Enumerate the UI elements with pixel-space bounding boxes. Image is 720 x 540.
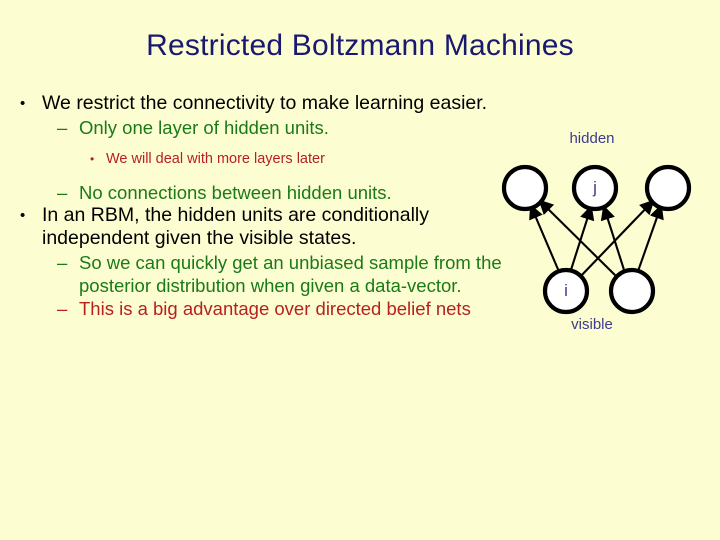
bullet-marker-dash: –	[57, 297, 68, 319]
bullet-text: We will deal with more layers later	[106, 150, 325, 167]
hidden-layer-label: hidden	[569, 130, 615, 147]
hidden-node-h3	[644, 164, 692, 212]
spacer	[12, 139, 512, 150]
hidden-node-h1	[501, 164, 549, 212]
bullet-marker-dash: –	[57, 251, 68, 273]
bullet-text: This is a big advantage over directed be…	[79, 297, 471, 319]
bullet-text: So we can quickly get an unbiased sample…	[79, 251, 502, 296]
bullet-level2: – No connections between hidden units.	[57, 181, 512, 204]
bullet-text: We restrict the connectivity to make lea…	[42, 92, 488, 114]
bullet-text: No connections between hidden units.	[79, 181, 392, 203]
spacer	[12, 169, 512, 181]
bullet-marker-dash: –	[57, 181, 68, 203]
bullet-level1: • We restrict the connectivity to make l…	[20, 92, 512, 116]
hidden-node-h2	[571, 164, 619, 212]
visible-node-v1	[542, 267, 590, 315]
bullet-level3: • We will deal with more layers later	[90, 150, 512, 169]
slide-body: • We restrict the connectivity to make l…	[12, 92, 512, 320]
bullet-level1: • In an RBM, the hidden units are condit…	[20, 204, 512, 251]
edge-v2-h3	[625, 204, 664, 289]
hidden-node-label-j: j	[593, 178, 597, 197]
bullet-marker-round: •	[20, 95, 26, 112]
bullet-marker-round: •	[20, 206, 26, 224]
bullet-text: In an RBM, the hidden units are conditio…	[42, 203, 429, 250]
bullet-marker-round: •	[90, 151, 95, 166]
edge-group	[529, 199, 664, 293]
bullet-text: Only one layer of hidden units.	[79, 116, 329, 138]
visible-node-v2	[608, 267, 656, 315]
visible-node-label-i: i	[564, 281, 568, 300]
visible-layer-label: visible	[571, 316, 613, 333]
bullet-level2: – Only one layer of hidden units.	[57, 116, 512, 139]
bullet-level2: – This is a big advantage over directed …	[57, 297, 512, 320]
bullet-level2: – So we can quickly get an unbiased samp…	[57, 251, 512, 297]
network-graph	[501, 164, 692, 315]
edge-v2-h2	[600, 204, 636, 288]
rbm-network-diagram: hidden visible	[492, 118, 720, 346]
page-title: Restricted Boltzmann Machines	[146, 29, 574, 62]
bullet-marker-dash: –	[57, 116, 68, 138]
